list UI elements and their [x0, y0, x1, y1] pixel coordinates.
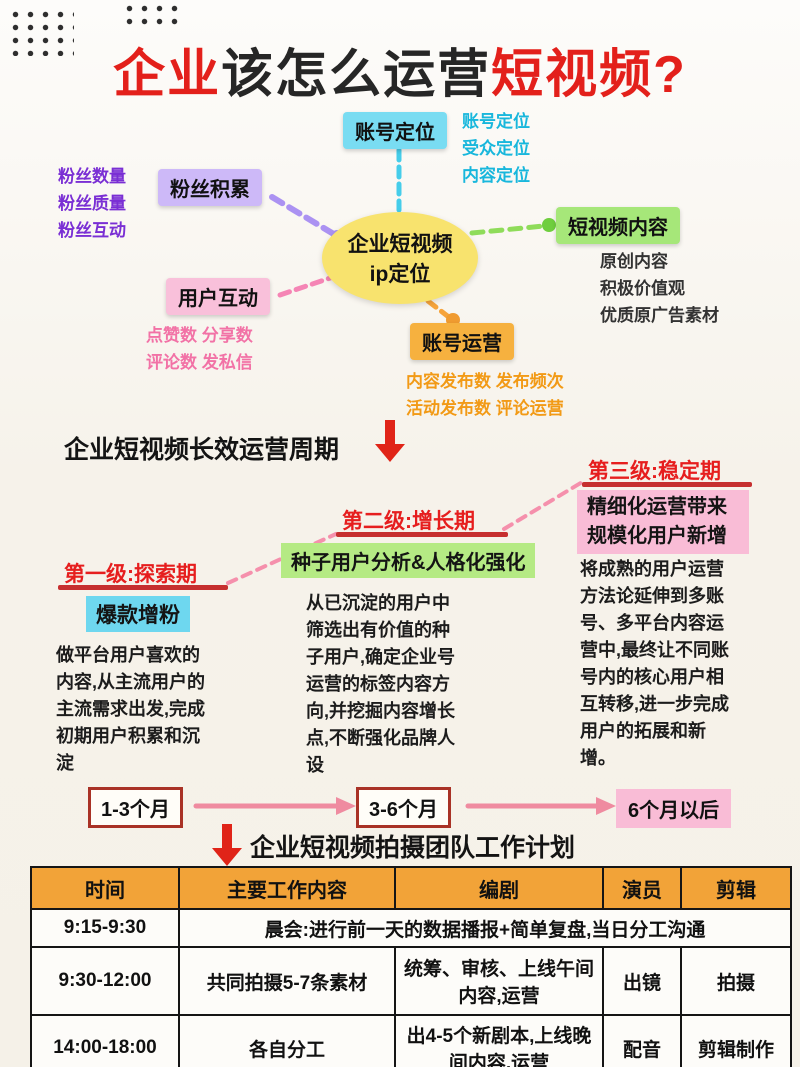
list-item: 评论数 发私信 [146, 353, 253, 372]
stage2-highlight: 种子用户分析&人格化强化 [281, 543, 536, 578]
stage1-header: 第一级:探索期 [64, 563, 197, 586]
mindmap-node-account-positioning: 账号定位 [343, 112, 447, 149]
mindmap-center-node: 企业短视频 ip定位 [322, 212, 478, 304]
stage3-underline [582, 482, 752, 487]
stage2-header: 第二级:增长期 [342, 510, 475, 533]
stage3-highlight: 精细化运营带来规模化用户新增 [577, 490, 749, 554]
user-interaction-items: 点赞数 分享数 评论数 发私信 [146, 322, 253, 376]
list-item: 受众定位 [462, 139, 530, 158]
list-item: 活动发布数 评论运营 [406, 399, 564, 418]
decor-dots-top [122, 2, 186, 30]
cell-edit: 剪辑制作 [680, 1014, 792, 1067]
work-plan-table: 时间 主要工作内容 编剧 演员 剪辑 9:15-9:30 晨会:进行前一天的数据… [30, 866, 792, 1067]
mindmap-node-account-operation: 账号运营 [410, 323, 514, 360]
col-header-actor: 演员 [602, 866, 682, 910]
page-title: 企业该怎么运营短视频? [0, 32, 800, 107]
stage1-underline [58, 585, 228, 590]
mindmap-node-video-content: 短视频内容 [556, 207, 680, 244]
account-positioning-items: 账号定位 受众定位 内容定位 [462, 108, 530, 189]
cell-main-work: 共同拍摄5-7条素材 [178, 946, 396, 1016]
stage3-header: 第三级:稳定期 [588, 460, 721, 483]
fan-accumulation-items: 粉丝数量 粉丝质量 粉丝互动 [58, 163, 126, 244]
cycle-section-title: 企业短视频长效运营周期 [64, 436, 340, 464]
down-arrow-icon [375, 420, 405, 462]
title-part: 短视频? [491, 46, 687, 104]
mindmap-node-user-interaction: 用户互动 [166, 278, 270, 315]
col-header-edit: 剪辑 [680, 866, 792, 910]
list-item: 积极价值观 [600, 279, 685, 298]
list-item: 内容发布数 发布频次 [406, 372, 564, 391]
col-header-script: 编剧 [394, 866, 604, 910]
stage2-body: 从已沉淀的用户中筛选出有价值的种子用户,确定企业号运营的标签内容方向,并挖掘内容… [306, 593, 456, 775]
list-item: 粉丝互动 [58, 221, 126, 240]
cell-time: 9:30-12:00 [30, 946, 180, 1016]
stage1-body: 做平台用户喜欢的内容,从主流用户的主流需求出发,完成初期用户积累和沉淀 [56, 645, 206, 773]
decor-dots-left [8, 8, 74, 56]
video-content-items: 原创内容 积极价值观 优质原广告素材 [600, 248, 719, 329]
cell-main-work: 各自分工 [178, 1014, 396, 1067]
list-item: 粉丝质量 [58, 194, 126, 213]
stage3-body: 将成熟的用户运营方法论延伸到多账号、多平台内容运营中,最终让不同账号内的核心用户… [580, 559, 730, 768]
down-arrow-icon [212, 824, 242, 866]
table-header-row: 时间 主要工作内容 编剧 演员 剪辑 [30, 866, 792, 910]
cell-script: 统筹、审核、上线午间内容,运营 [394, 946, 604, 1016]
cell-script: 出4-5个新剧本,上线晚间内容,运营 [394, 1014, 604, 1067]
stage1-highlight: 爆款增粉 [86, 596, 190, 632]
cell-edit: 拍摄 [680, 946, 792, 1016]
table-row: 9:15-9:30 晨会:进行前一天的数据播报+简单复盘,当日分工沟通 [30, 908, 792, 948]
title-part: 企业 [113, 46, 222, 104]
list-item: 点赞数 分享数 [146, 326, 253, 345]
center-node-line1: 企业短视频 [347, 233, 453, 256]
list-item: 优质原广告素材 [600, 306, 719, 325]
stage2-underline [336, 532, 508, 537]
timeline-box-2: 3-6个月 [356, 787, 451, 828]
cell-time: 14:00-18:00 [30, 1014, 180, 1067]
list-item: 粉丝数量 [58, 167, 126, 186]
cell-merged-morning-meeting: 晨会:进行前一天的数据播报+简单复盘,当日分工沟通 [178, 908, 792, 948]
table-row: 9:30-12:00 共同拍摄5-7条素材 统筹、审核、上线午间内容,运营 出镜… [30, 946, 792, 1016]
table-row: 14:00-18:00 各自分工 出4-5个新剧本,上线晚间内容,运营 配音 剪… [30, 1014, 792, 1067]
timeline-highlight-3: 6个月以后 [616, 789, 732, 828]
list-item: 账号定位 [462, 112, 530, 131]
timeline-box-1: 1-3个月 [88, 787, 183, 828]
cell-time: 9:15-9:30 [30, 908, 180, 948]
account-operation-items: 内容发布数 发布频次 活动发布数 评论运营 [406, 368, 564, 422]
cell-actor: 出镜 [602, 946, 682, 1016]
cell-actor: 配音 [602, 1014, 682, 1067]
list-item: 原创内容 [600, 252, 668, 271]
col-header-main-work: 主要工作内容 [178, 866, 396, 910]
mindmap-node-fan-accumulation: 粉丝积累 [158, 169, 262, 206]
plan-section-title: 企业短视频拍摄团队工作计划 [250, 834, 576, 862]
col-header-time: 时间 [30, 866, 180, 910]
title-part: 该怎么运营 [221, 46, 492, 104]
list-item: 内容定位 [462, 166, 530, 185]
center-node-line2: ip定位 [369, 263, 431, 286]
